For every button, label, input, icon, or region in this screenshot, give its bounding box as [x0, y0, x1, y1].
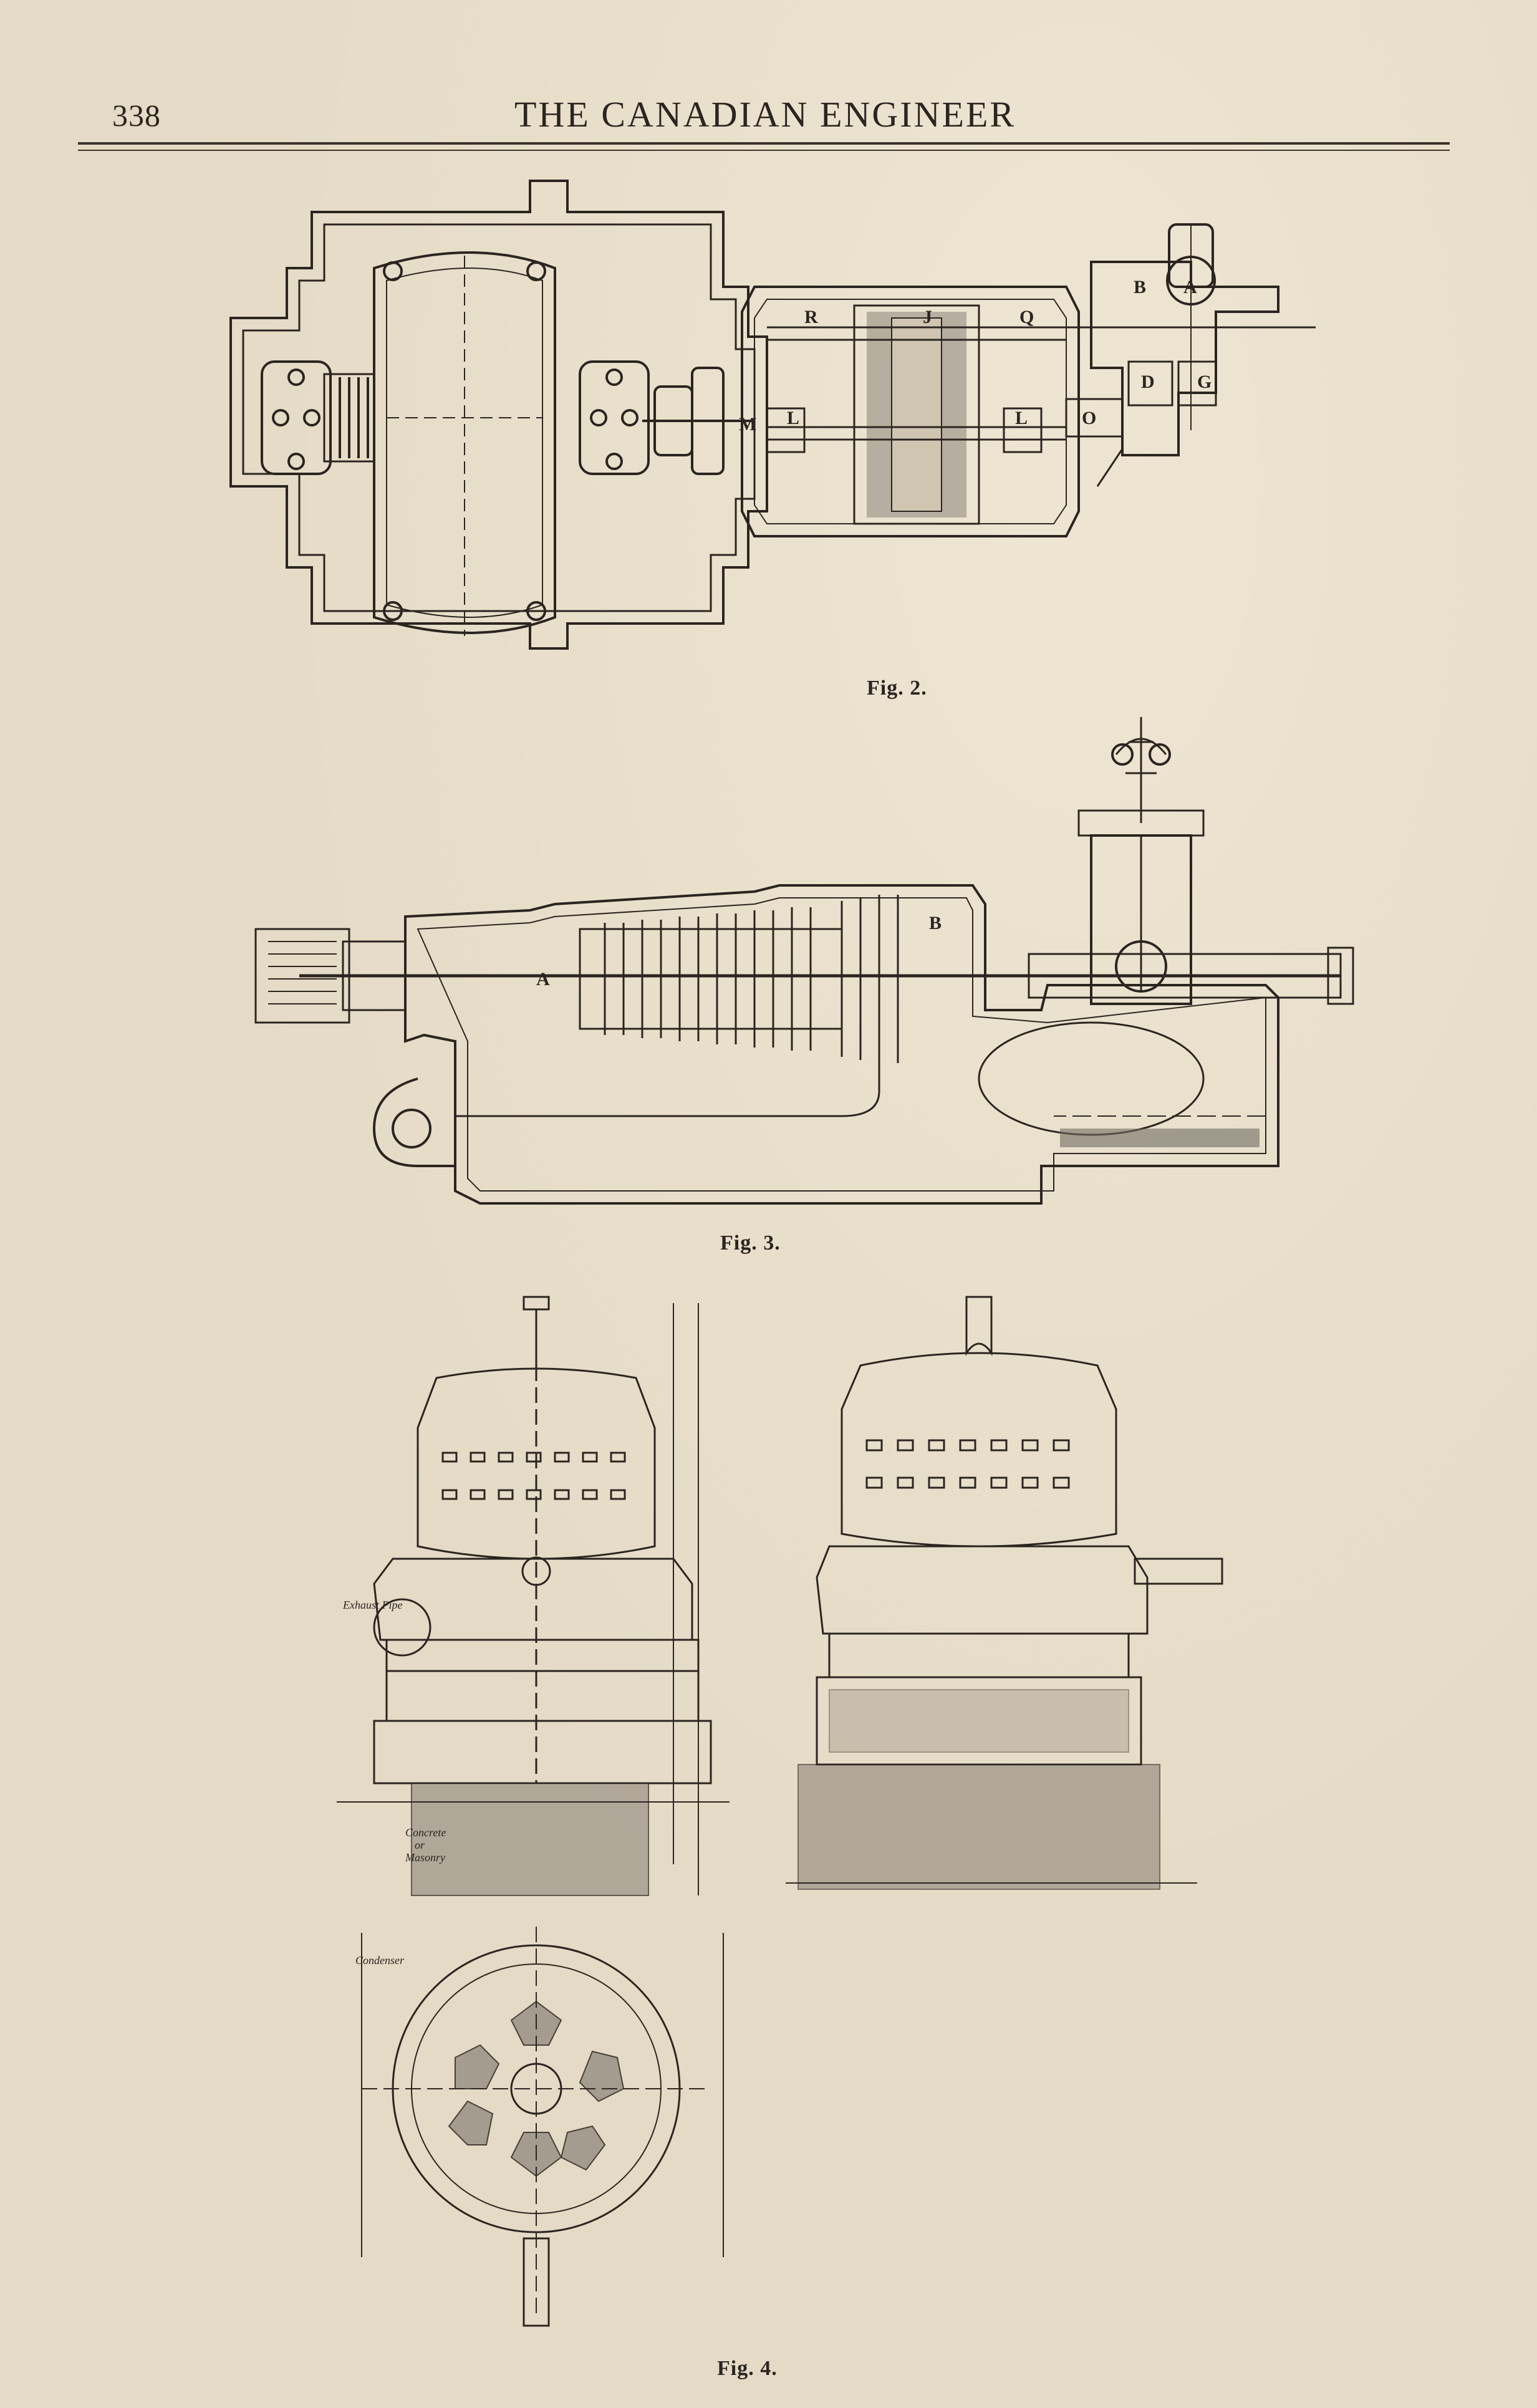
svg-text:Exhaust Pipe: Exhaust Pipe	[342, 1599, 402, 1611]
svg-text:A: A	[1183, 277, 1197, 297]
svg-text:B: B	[1134, 277, 1146, 297]
header-rule	[78, 142, 1450, 145]
svg-text:D: D	[1141, 372, 1155, 392]
svg-text:L: L	[787, 408, 799, 428]
svg-text:B: B	[929, 913, 942, 933]
svg-text:M: M	[739, 414, 756, 435]
svg-text:R: R	[804, 307, 818, 327]
page-header: 338 THE CANADIAN ENGINEER	[78, 94, 1450, 143]
svg-text:O: O	[1082, 408, 1096, 428]
header-rule	[78, 150, 1450, 151]
figure-2-caption: Fig. 2.	[867, 677, 927, 700]
svg-text:Masonry: Masonry	[405, 1851, 445, 1864]
svg-text:or: or	[415, 1839, 425, 1851]
page-number: 338	[112, 98, 161, 133]
svg-text:G: G	[1197, 372, 1212, 392]
journal-title: THE CANADIAN ENGINEER	[514, 94, 1016, 135]
svg-text:L: L	[1015, 408, 1028, 428]
figure-2-drawing: B A D G M L L O R J Q	[206, 162, 1390, 711]
svg-text:Condenser: Condenser	[355, 1954, 405, 1967]
figure-4-caption: Fig. 4.	[717, 2357, 778, 2380]
svg-text:J: J	[923, 307, 932, 327]
figure-3-caption: Fig. 3.	[720, 1231, 781, 1255]
svg-text:Q: Q	[1019, 307, 1034, 327]
figure-3-drawing: A B	[218, 717, 1372, 1216]
svg-text:Concrete: Concrete	[405, 1826, 446, 1839]
svg-text:A: A	[536, 969, 550, 990]
figure-4-drawing: Exhaust Pipe Concrete or Masonry Condens…	[324, 1284, 1228, 2332]
